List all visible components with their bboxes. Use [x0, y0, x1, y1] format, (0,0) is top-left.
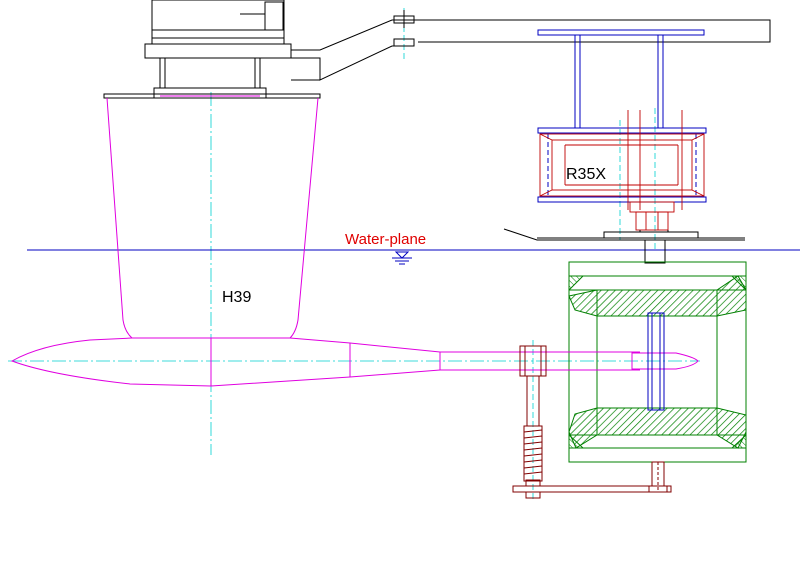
motor-adapter	[159, 57, 261, 89]
gearbox-label: R35X	[566, 166, 606, 183]
propeller-duct	[568, 261, 747, 463]
duct-upper-section	[568, 275, 747, 317]
tie-rod	[512, 485, 672, 493]
motor-body	[151, 0, 285, 39]
water-plane-label: Water-plane	[345, 231, 426, 248]
gearbox-frame	[537, 29, 707, 203]
hull-label: H39	[222, 289, 251, 306]
spring-coils	[523, 429, 543, 475]
rudder-spring	[523, 425, 543, 482]
motor-terminal-box	[264, 1, 284, 31]
water-plane: Water-plane	[27, 231, 800, 265]
gearbox-top-plate	[537, 127, 707, 134]
drive-shaft	[644, 239, 666, 264]
strut	[106, 97, 319, 339]
propeller-blade	[647, 312, 665, 411]
duct-lower-section	[568, 407, 747, 449]
rudder-stock	[526, 375, 540, 427]
gearbox-r35x	[539, 110, 705, 231]
tiller-pin-lower	[393, 38, 415, 47]
propeller	[631, 312, 699, 411]
propeller-hub	[631, 352, 699, 370]
tiller-arm	[291, 10, 771, 81]
deck-fairing	[503, 228, 745, 264]
torpedo-pod	[10, 337, 521, 387]
motor-flange	[144, 43, 292, 59]
water-level-icon	[392, 251, 412, 265]
top-bracket	[537, 29, 705, 36]
motor-mount	[103, 0, 321, 99]
mount-base	[153, 87, 267, 99]
rudder-linkage	[512, 345, 672, 499]
gearbox-bottom-plate	[537, 196, 707, 203]
hull-h39	[10, 97, 640, 387]
